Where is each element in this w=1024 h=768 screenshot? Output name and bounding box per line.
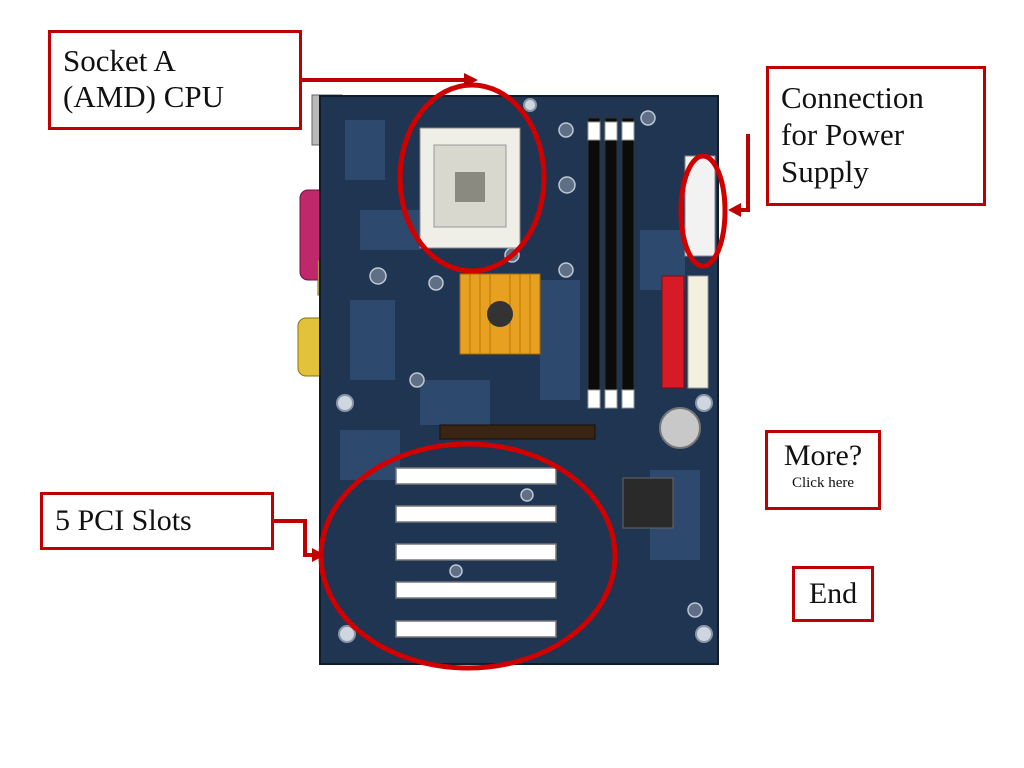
power-leader-line [738, 134, 750, 212]
cpu-socket [419, 127, 521, 249]
power-callout-line-2: for Power [781, 117, 905, 152]
end-button-label: End [808, 577, 858, 610]
socket-arrow-icon [464, 73, 478, 87]
pci-slots [395, 467, 557, 638]
southbridge-chip [622, 477, 674, 529]
more-button-title: More? [783, 439, 863, 472]
socket-callout-line-2: (AMD) CPU [63, 79, 225, 114]
more-button[interactable]: More? Click here [765, 430, 881, 510]
cpu-socket-ring [397, 82, 547, 274]
leader-arrowheads [312, 73, 741, 562]
power-callout-line-1: Connection [781, 80, 924, 115]
power-supply-callout: Connection for Power Supply [766, 66, 986, 206]
mounting-holes [336, 98, 713, 643]
pci-callout-label: 5 PCI Slots [55, 504, 192, 537]
ram-slot-latches [587, 121, 635, 409]
pci-leader-line [274, 519, 315, 557]
more-button-subtitle: Click here [791, 475, 855, 491]
socket-callout-line-1: Socket A [63, 43, 176, 78]
northbridge-heatsink [459, 273, 541, 355]
cmos-battery [659, 407, 701, 449]
pci-slots-callout: 5 PCI Slots [40, 492, 274, 550]
ram-slots [587, 117, 635, 404]
power-connector-ring [678, 153, 728, 269]
ide-connectors [661, 275, 709, 389]
power-callout-line-3: Supply [781, 154, 869, 189]
leader-lines [274, 78, 750, 557]
end-button[interactable]: End [792, 566, 874, 622]
agp-slot [439, 424, 596, 440]
pci-arrow-icon [312, 548, 325, 562]
atx-power-connector [684, 155, 716, 257]
power-arrow-icon [728, 203, 741, 217]
capacitors [369, 110, 703, 618]
socket-a-callout: Socket A (AMD) CPU [48, 30, 302, 130]
